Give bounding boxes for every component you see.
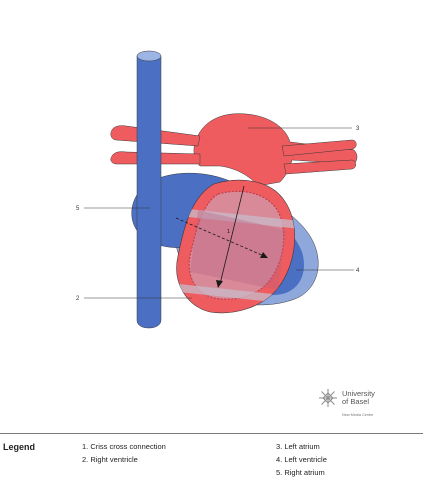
pulmonary-vein-right-upper: [281, 139, 357, 157]
legend-item: 5. Right atrium: [276, 468, 325, 477]
pulmonary-vein-right-lower: [283, 159, 356, 175]
university-logo: University of Basel New Media Center: [318, 386, 398, 422]
label-3: 3: [356, 126, 360, 132]
logo-line-2: of Basel: [342, 397, 370, 406]
vena-cava-opening: [136, 50, 162, 62]
legend-heading: Legend: [3, 442, 36, 452]
legend-item: 2. Right ventricle: [82, 455, 138, 464]
label-2: 2: [76, 296, 80, 302]
legend-divider: [0, 433, 423, 434]
label-1: 1: [227, 229, 230, 235]
vena-cava: [136, 55, 162, 329]
septum-band: [176, 206, 295, 230]
legend-item: 4. Left ventricle: [276, 455, 327, 464]
logo-line-1: University: [342, 389, 375, 398]
flow-arrow-horizontal: [175, 217, 265, 257]
label-4: 4: [356, 268, 360, 274]
heart-diagram: 1 2 3 4 5: [76, 50, 360, 329]
legend-item: 1. Criss cross connection: [82, 442, 166, 451]
flow-arrow-horizontal-head: [260, 252, 268, 258]
basel-star-icon: [319, 389, 337, 407]
logo-subtitle: New Media Center: [342, 413, 374, 417]
flow-arrow-vertical-head: [216, 280, 223, 288]
legend-item: 3. Left atrium: [276, 442, 320, 451]
criss-cross-overlay: [190, 210, 286, 290]
label-5: 5: [76, 206, 80, 212]
flow-arrow-vertical: [219, 185, 245, 285]
